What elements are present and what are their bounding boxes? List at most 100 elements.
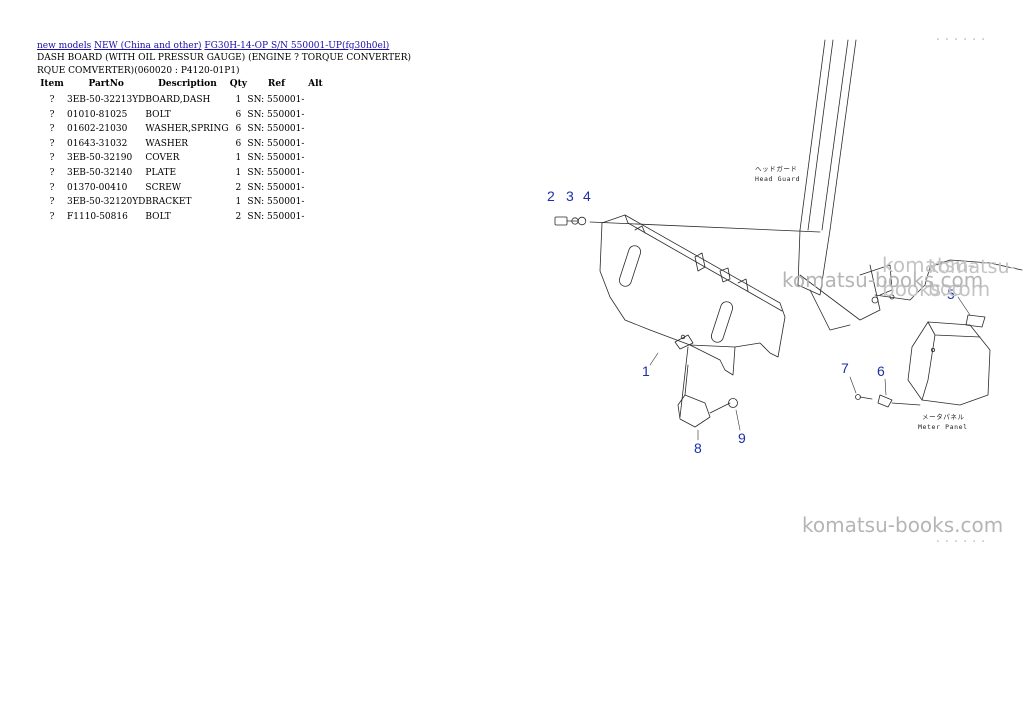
cell-partno: 01643-31032: [67, 138, 128, 149]
table-header-row: Item PartNo Description Qty Ref Alt: [37, 78, 325, 93]
cell-item: ?: [49, 182, 55, 193]
cell-item: ?: [49, 124, 55, 135]
cell-qty: 1: [235, 95, 242, 105]
cell-item: ?: [49, 95, 55, 105]
corner-mark-top: · · · · · ·: [936, 35, 986, 43]
meter-panel-drawing: [907, 314, 991, 406]
callout-7: 7: [841, 360, 849, 376]
cell-qty: 2: [235, 211, 242, 222]
cell-partno: 3EB-50-32190: [67, 153, 133, 164]
callout-2: 2: [547, 188, 555, 204]
watermark-partial: komatsu-boo: [928, 256, 1017, 300]
cell-qty: 6: [235, 124, 242, 135]
column-header-ref: Ref: [267, 79, 285, 89]
table-row: ? 01602-21030 WASHER,SPRING 6 SN: 550001-: [37, 122, 325, 137]
cell-ref: SN: 550001-: [247, 138, 305, 149]
leader-line: [589, 221, 821, 233]
corner-mark-bottom: · · · · · ·: [936, 537, 986, 545]
cell-description: WASHER,SPRING: [145, 124, 229, 135]
cell-description: SCREW: [145, 182, 182, 193]
page-title: DASH BOARD (WITH OIL PRESSUR GAUGE) (ENG…: [37, 53, 412, 76]
callout-5: 5: [947, 286, 955, 302]
watermark-middle: komatsu-books.com: [782, 268, 984, 292]
cell-partno: F1110-50816: [67, 211, 128, 222]
cell-item: ?: [49, 167, 55, 178]
callout-6: 6: [877, 363, 885, 379]
cell-ref: SN: 550001-: [247, 95, 305, 105]
cell-ref: SN: 550001-: [247, 182, 305, 193]
cell-qty: 6: [235, 138, 242, 149]
callout-3: 3: [566, 188, 574, 204]
cell-description: BRACKET: [145, 197, 192, 208]
watermark-top: komatsu-books.com: [882, 253, 991, 301]
cell-item: ?: [49, 109, 55, 120]
head-guard-label-en: Head Guard: [755, 175, 800, 183]
cell-partno: 01010-81025: [67, 109, 128, 120]
cell-ref: SN: 550001-: [247, 197, 305, 208]
cell-alt: [305, 166, 325, 181]
column-header-partno: PartNo: [88, 79, 124, 89]
screw-plate-drawing: [855, 394, 921, 408]
cell-ref: SN: 550001-: [247, 109, 305, 120]
cell-qty: 1: [235, 167, 242, 178]
cell-alt: [305, 195, 325, 210]
meter-panel-label-en: Meter Panel: [918, 423, 968, 431]
cell-alt: [305, 108, 325, 123]
cell-alt: [305, 93, 325, 108]
cell-item: ?: [49, 197, 55, 208]
cell-partno: 01602-21030: [67, 124, 128, 135]
cell-partno: 3EB-50-32120YD: [67, 197, 146, 208]
cell-ref: SN: 550001-: [247, 124, 305, 135]
callout-4: 4: [583, 188, 591, 204]
cell-alt: [305, 181, 325, 196]
head-guard-drawing: [797, 39, 1023, 331]
cell-description: COVER: [145, 153, 180, 164]
column-header-item: Item: [40, 79, 64, 89]
meter-panel-label-jp: メータパネル: [922, 412, 965, 421]
cell-description: BOLT: [145, 109, 171, 120]
callout-leaders: [649, 296, 971, 441]
table-row: ? 01010-81025 BOLT 6 SN: 550001-: [37, 108, 325, 123]
column-header-alt: Alt: [308, 79, 323, 89]
cell-partno: 01370-00410: [67, 182, 128, 193]
cell-partno: 3EB-50-32213YD: [67, 95, 146, 105]
cell-description: WASHER: [145, 138, 189, 149]
cell-alt: [305, 137, 325, 152]
watermark-bottom: komatsu-books.com: [802, 513, 1004, 537]
cell-qty: 1: [235, 153, 242, 164]
cell-description: PLATE: [145, 167, 177, 178]
callout-9: 9: [738, 430, 746, 446]
dash-board-drawing: [599, 214, 786, 376]
cell-item: ?: [49, 153, 55, 164]
cell-alt: [305, 122, 325, 137]
cell-alt: [305, 151, 325, 166]
table-row: ? 01370-00410 SCREW 2 SN: 550001-: [37, 181, 325, 196]
bolt-washer-drawing: [554, 216, 587, 226]
exploded-parts-diagram: 2 3 4 1 8 9 7 6 5 ヘッドガード Head Guard メータパ…: [547, 35, 1023, 545]
parts-table: Item PartNo Description Qty Ref Alt ? 3EB…: [37, 78, 325, 224]
cell-description: BOARD,DASH: [145, 95, 211, 105]
table-row: ? F1110-50816 BOLT 2 SN: 550001-: [37, 210, 325, 225]
breadcrumb-link-new-models[interactable]: new models: [37, 41, 92, 51]
cell-item: ?: [49, 211, 55, 222]
cell-description: BOLT: [145, 211, 171, 222]
callout-1: 1: [642, 363, 650, 379]
table-row: ? 01643-31032 WASHER 6 SN: 550001-: [37, 137, 325, 152]
cell-qty: 6: [235, 109, 242, 120]
column-header-qty: Qty: [229, 79, 248, 89]
cell-alt: [305, 210, 325, 225]
breadcrumb-link-model[interactable]: FG30H-14-OP S/N 550001-UP(fg30h0el): [204, 41, 390, 51]
cell-qty: 2: [235, 182, 242, 193]
callout-8: 8: [694, 440, 702, 456]
cell-ref: SN: 550001-: [247, 211, 305, 222]
breadcrumb-link-region[interactable]: NEW (China and other): [94, 41, 202, 51]
cell-ref: SN: 550001-: [247, 167, 305, 178]
cell-item: ?: [49, 138, 55, 149]
column-header-description: Description: [158, 79, 217, 89]
breadcrumb: new models NEW (China and other) FG30H-1…: [37, 40, 389, 52]
